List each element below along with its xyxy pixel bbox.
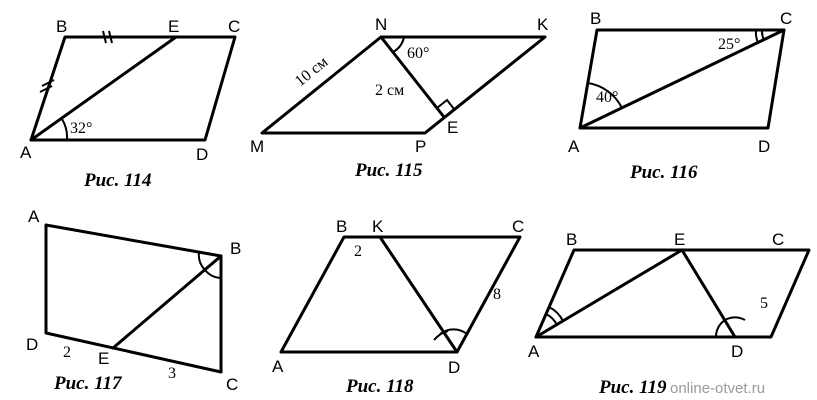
caption-116: Рис. 116 <box>629 162 698 183</box>
caption-118: Рис. 118 <box>345 376 414 397</box>
label-a-116: A <box>568 137 580 156</box>
bk-value-118: 2 <box>354 243 362 260</box>
parallelogram-abcd-117 <box>44 223 223 374</box>
angle-arc-a2-119 <box>548 306 564 322</box>
figure-118: B K C A D 2 8 Рис. 118 <box>272 217 524 397</box>
parallelogram-abcd-119 <box>534 248 811 339</box>
angle-c-value-116: 25° <box>718 36 740 53</box>
watermark: online-otvet.ru <box>670 380 765 397</box>
label-d-118: D <box>448 358 460 377</box>
figure-115: N K M P E 10 см 2 см 60° Рис. 115 <box>250 15 549 181</box>
label-b-118: B <box>336 217 347 236</box>
label-n-115: N <box>375 15 387 34</box>
bisector-be-117 <box>111 254 223 350</box>
label-e-115: E <box>447 118 458 137</box>
label-c-114: C <box>228 17 240 36</box>
label-b-114: B <box>56 17 67 36</box>
angle-arc-d2-118 <box>433 330 449 341</box>
label-m-115: M <box>250 137 264 156</box>
angle-value-115: 60° <box>407 45 429 62</box>
angle-arc-c1-116 <box>760 29 765 41</box>
label-c-119: C <box>772 230 784 249</box>
label-a-114: A <box>20 143 32 162</box>
label-k-115: K <box>537 15 549 34</box>
label-a-118: A <box>272 357 284 376</box>
angle-arc-a-114 <box>61 118 69 141</box>
figure-114: B E C A D 32° Рис. 114 <box>20 17 240 191</box>
angle-a-value-116: 40° <box>596 89 618 106</box>
diagonal-ac-116 <box>578 28 786 130</box>
tick-ab-114 <box>39 79 55 93</box>
caption-114: Рис. 114 <box>83 170 152 191</box>
angle-arc-d1-119 <box>714 319 726 338</box>
label-d-114: D <box>196 145 208 164</box>
label-d-117: D <box>26 335 38 354</box>
angle-arc-n-115 <box>392 36 405 53</box>
de-value-117: 2 <box>63 344 71 361</box>
segment-ae-119 <box>534 248 684 339</box>
angle-arc-b-117 <box>197 251 206 271</box>
angle-arc-a-116 <box>587 82 623 109</box>
figure-117: A B D E C 2 3 Рис. 117 <box>26 207 241 394</box>
label-c-116: C <box>780 9 792 28</box>
angle-arc-b2-117 <box>204 269 222 279</box>
label-b-117: B <box>230 239 241 258</box>
caption-119: Рис. 119 <box>598 377 667 398</box>
height-ne-115 <box>379 35 446 119</box>
segment-ae-114 <box>29 35 178 142</box>
segment-ed-119 <box>680 248 737 339</box>
figure-119: B E C A D 5 Рис. 119 <box>528 230 811 398</box>
caption-117: Рис. 117 <box>53 373 123 394</box>
angle-arc-d2-119 <box>724 316 746 321</box>
side-value-115: 10 см <box>292 53 332 90</box>
angle-value-114: 32° <box>70 120 92 137</box>
label-b-116: B <box>590 9 601 28</box>
label-e-119: E <box>674 230 685 249</box>
label-d-119: D <box>731 342 743 361</box>
label-b-119: B <box>566 230 577 249</box>
caption-115: Рис. 115 <box>354 160 423 181</box>
parallelogram-abcd-118 <box>279 235 522 354</box>
label-c-118: C <box>512 217 524 236</box>
ec-value-117: 3 <box>168 365 176 382</box>
angle-arc-a1-119 <box>545 313 558 326</box>
parallelogram-mnkp-115 <box>260 35 547 135</box>
label-a-117: A <box>28 207 40 226</box>
height-value-115: 2 см <box>375 82 404 99</box>
parallelogram-abcd-114 <box>29 35 237 142</box>
label-p-115: P <box>415 137 426 156</box>
label-e-117: E <box>98 349 109 368</box>
angle-arc-c2-116 <box>754 29 759 44</box>
label-e-114: E <box>168 17 179 36</box>
cd-value-119: 5 <box>760 295 768 312</box>
figure-116: B C A D 40° 25° Рис. 116 <box>568 9 792 183</box>
cd-value-118: 8 <box>493 286 501 303</box>
label-k-118: K <box>372 217 384 236</box>
tick-be-114 <box>102 30 113 44</box>
right-angle-mark-115 <box>436 98 455 110</box>
segment-kd-118 <box>378 235 459 354</box>
label-d-116: D <box>758 137 770 156</box>
label-a-119: A <box>528 342 540 361</box>
label-c-117: C <box>226 375 238 394</box>
